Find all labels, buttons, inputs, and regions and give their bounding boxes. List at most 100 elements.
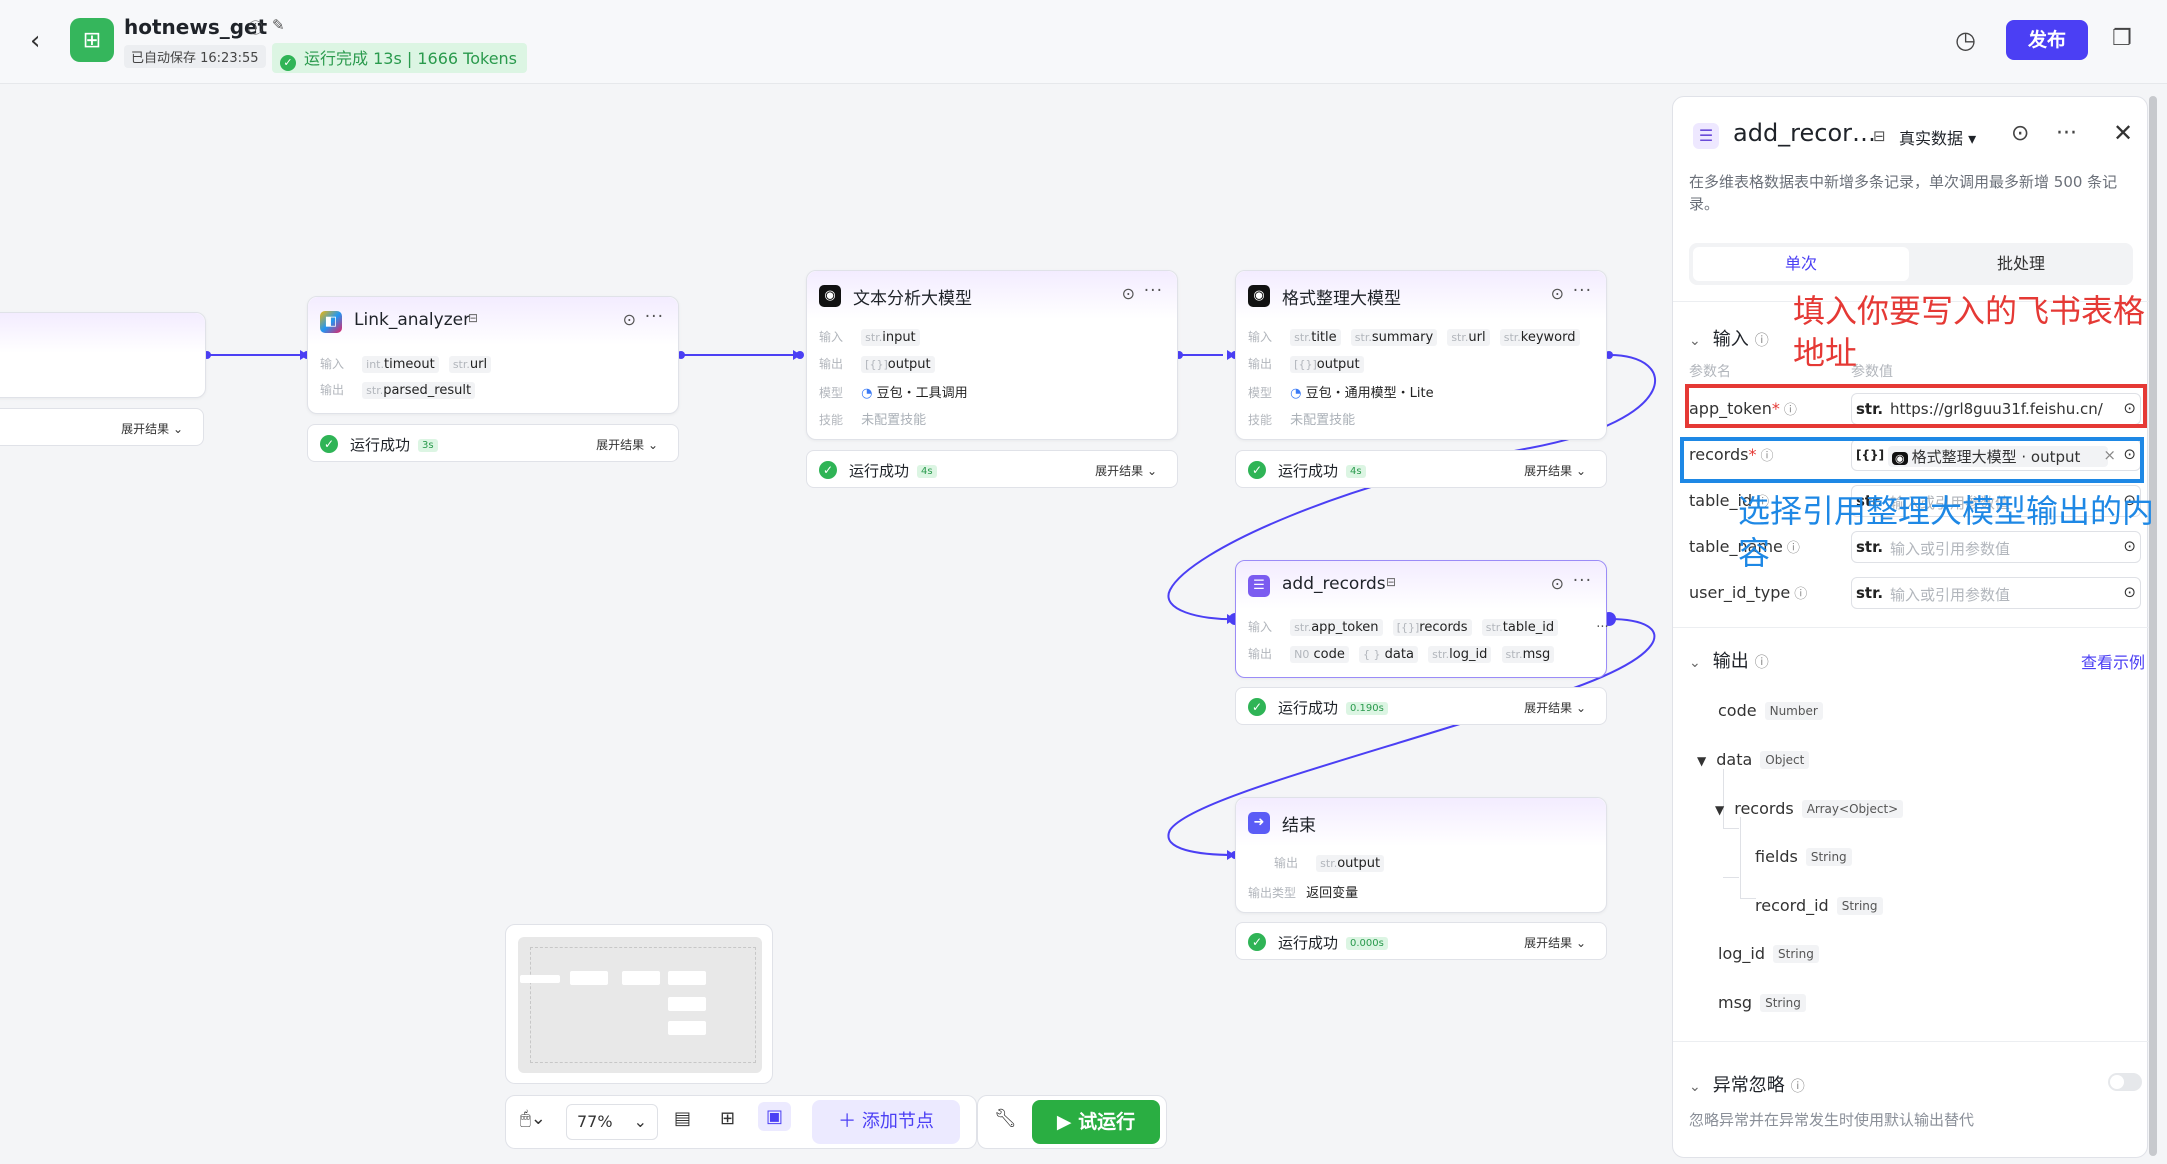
more-icon[interactable]: ··· xyxy=(1143,281,1163,301)
param-app-token-label: app_token*ⓘ xyxy=(1689,399,1797,418)
more-icon[interactable]: ··· xyxy=(1572,571,1592,591)
expand-result-button[interactable]: 展开结果 ⌄ xyxy=(121,422,183,436)
plus-icon: ＋ xyxy=(838,1111,857,1132)
node-title: 格式整理大模型 xyxy=(1282,289,1401,309)
data-mode-select[interactable]: 真实数据 ▾ xyxy=(1899,129,1977,148)
copy-icon[interactable]: ❐ xyxy=(2112,26,2132,51)
success-icon: ✓ xyxy=(1248,461,1266,479)
link-analyzer-node[interactable]: ◧ Link_analyzer ⊟ ⊙ ··· 输入 int.timeout s… xyxy=(307,296,679,414)
node-output-row: 输出 str.parsed_result xyxy=(320,381,481,399)
zoom-select[interactable]: 77%⌄ xyxy=(566,1104,658,1140)
minimap-toggle-icon[interactable]: ▣ xyxy=(758,1102,792,1131)
expand-result-button[interactable]: 展开结果 ⌄ xyxy=(596,438,658,452)
variable-ref-icon: ⊙ xyxy=(2123,399,2136,417)
view-example-link[interactable]: 查看示例 xyxy=(2081,653,2146,672)
run-status-text: 运行完成 13s | 1666 Tokens xyxy=(304,49,518,68)
info-icon: ⓘ xyxy=(1756,495,1770,510)
blue-highlight-box xyxy=(1680,437,2144,483)
expand-result-button[interactable]: 展开结果 ⌄ xyxy=(1524,464,1586,478)
more-icon[interactable]: ··· xyxy=(1572,281,1592,301)
history-icon[interactable]: ◷ xyxy=(1955,26,1976,54)
node-header: ➜ 结束 xyxy=(1236,798,1606,846)
edge-add-end xyxy=(1167,618,1656,856)
error-ignore-toggle[interactable] xyxy=(2108,1073,2142,1091)
text-analysis-llm-node[interactable]: ◉ 文本分析大模型 ⊙ ··· 输入 str.input 输出 [{}]outp… xyxy=(806,270,1178,440)
col-param-name: 参数名 xyxy=(1689,364,1731,380)
node-title: Link_analyzer xyxy=(354,310,471,330)
success-icon: ✓ xyxy=(819,461,837,479)
triangle-down-icon: ▼ xyxy=(1715,803,1725,817)
param-records-input[interactable]: [{}]◉格式整理大模型 · output×⊙ xyxy=(1851,439,2141,471)
publish-button[interactable]: 发布 xyxy=(2006,20,2088,60)
mode-tabs: 单次 批处理 xyxy=(1689,243,2133,285)
more-icon[interactable]: ··· xyxy=(644,307,664,327)
tab-batch[interactable]: 批处理 xyxy=(1996,254,2045,273)
app-logo: ⊞ xyxy=(70,18,114,62)
param-table-name-input[interactable]: str.输入或引用参数值⊙ xyxy=(1851,531,2141,563)
success-icon: ✓ xyxy=(1248,933,1266,951)
run-node-icon[interactable]: ⊙ xyxy=(2011,121,2030,146)
info-icon: ⓘ xyxy=(1783,403,1797,418)
table-icon: ☰ xyxy=(1248,575,1270,597)
comment-icon[interactable]: ▤ xyxy=(674,1108,692,1129)
check-icon: ✓ xyxy=(280,55,296,71)
variable-ref-icon: ⊙ xyxy=(2123,537,2136,555)
wrench-icon[interactable]: 🔧︎ xyxy=(994,1108,1017,1129)
node-output-type-row: 输出类型 返回变量 xyxy=(1248,886,1359,901)
run-toolbar: 🔧︎ ▶ 试运行 xyxy=(977,1095,1167,1149)
param-user-id-type-input[interactable]: str.输入或引用参数值⊙ xyxy=(1851,577,2141,609)
end-node[interactable]: ➜ 结束 输出 str.output 输出类型 返回变量 xyxy=(1235,797,1607,913)
mouse-mode-icon[interactable]: 🖱︎⌄ xyxy=(520,1108,546,1129)
edit-icon[interactable]: ✎ xyxy=(272,16,285,34)
start-node[interactable] xyxy=(0,312,206,398)
more-icon[interactable]: ··· xyxy=(2056,121,2077,146)
run-node-icon[interactable]: ⊙ xyxy=(1550,284,1564,303)
expand-result-button[interactable]: 展开结果 ⌄ xyxy=(1524,701,1586,715)
close-icon[interactable]: ✕ xyxy=(2113,119,2134,147)
run-node-icon[interactable]: ⊙ xyxy=(1550,574,1564,593)
minimap[interactable] xyxy=(505,924,773,1084)
doubao-icon: ◔ xyxy=(861,386,873,401)
arrow-head xyxy=(1227,350,1235,360)
format-llm-node[interactable]: ◉ 格式整理大模型 ⊙ ··· 输入 str.title str.summary… xyxy=(1235,270,1607,440)
more-params-icon: ··· xyxy=(1596,620,1609,635)
run-node-icon[interactable]: ⊙ xyxy=(622,310,636,329)
run-node-icon[interactable]: ⊙ xyxy=(1121,284,1135,303)
panel-scrollbar[interactable] xyxy=(2149,96,2157,1156)
expand-result-button[interactable]: 展开结果 ⌄ xyxy=(1095,464,1157,478)
run-status-badge[interactable]: ✓ 运行完成 13s | 1666 Tokens xyxy=(272,43,528,73)
expand-result-button[interactable]: 展开结果 ⌄ xyxy=(1524,936,1586,950)
layout-icon[interactable]: ⊞ xyxy=(720,1108,736,1129)
node-input-row: 输入 str.app_token [{}]records str.table_i… xyxy=(1248,619,1609,636)
start-node-status[interactable]: 展开结果 ⌄ xyxy=(0,408,204,446)
add-records-node[interactable]: ☰ add_records ⊟ ⊙ ··· 输入 str.app_token [… xyxy=(1235,560,1609,678)
node-output-row: 输出 str.output xyxy=(1274,854,1390,872)
node-output-row: 输出 [{}]output xyxy=(1248,355,1370,373)
add-node-button[interactable]: ＋ 添加节点 xyxy=(812,1100,960,1144)
info-icon[interactable]: ⓘ xyxy=(248,19,264,37)
param-app-token-input[interactable]: str.https://grl8guu31f.feishu.cn/⊙ xyxy=(1851,393,2141,425)
trial-run-button[interactable]: ▶ 试运行 xyxy=(1032,1100,1160,1144)
chevron-down-icon: ⌄ xyxy=(1689,333,1701,349)
node-output-row: 输出 N0 code { } data str.log_id str.msg xyxy=(1248,645,1560,663)
tab-single[interactable]: 单次 xyxy=(1693,247,1909,281)
arrow-head xyxy=(793,350,801,360)
param-table-id-input[interactable]: str.输入或引用参数值⊙ xyxy=(1851,485,2141,517)
node-skill-row: 技能 未配置技能 xyxy=(1248,413,1356,428)
node-input-row: 输入 int.timeout str.url xyxy=(320,355,497,373)
back-icon[interactable]: ‹ xyxy=(30,26,41,56)
play-icon: ▶ xyxy=(1056,1111,1072,1133)
